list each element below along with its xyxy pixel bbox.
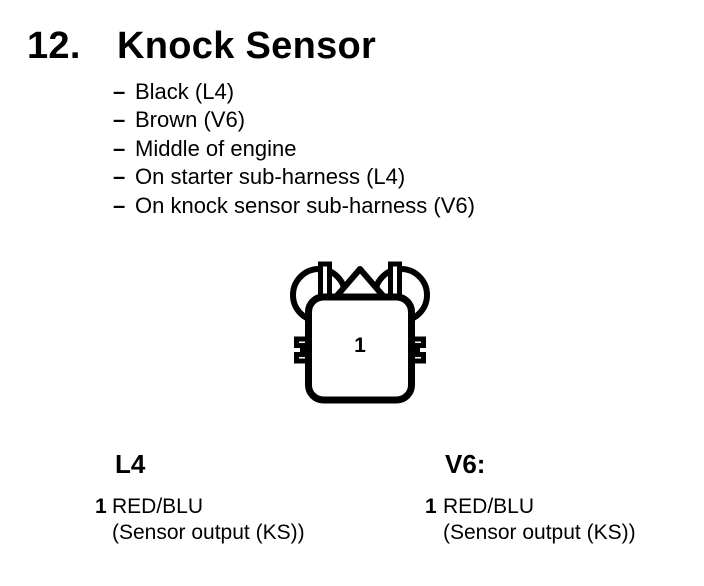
pin-description: RED/BLU (Sensor output (KS)) [443, 494, 636, 545]
note-line: –Brown (V6) [113, 106, 475, 134]
note-line: –On knock sensor sub-harness (V6) [113, 192, 475, 220]
section-number: 12. [27, 25, 81, 67]
note-text: On knock sensor sub-harness (V6) [135, 192, 475, 218]
dash-bullet: – [113, 164, 126, 190]
pin-number: 1 [425, 495, 437, 518]
pin-description: RED/BLU (Sensor output (KS)) [112, 494, 305, 545]
note-line: –Middle of engine [113, 135, 475, 163]
signal-description: (Sensor output (KS)) [112, 520, 305, 544]
wire-color: RED/BLU [443, 495, 535, 518]
dash-bullet: – [113, 135, 126, 161]
connector-diagram: 1 [290, 261, 430, 404]
note-text: Black (L4) [135, 79, 235, 104]
pinout-heading-v6: V6: [445, 449, 486, 479]
dash-bullet: – [113, 192, 126, 218]
page-title: Knock Sensor [117, 25, 377, 67]
note-line: –On starter sub-harness (L4) [113, 163, 475, 191]
note-text: Brown (V6) [135, 107, 246, 133]
pinout-heading-l4: L4 [115, 449, 146, 479]
notes-list: –Black (L4) –Brown (V6) –Middle of engin… [113, 78, 475, 220]
pin-row-l4: 1 RED/BLU (Sensor output (KS)) [95, 494, 305, 545]
dash-bullet: – [113, 107, 126, 133]
connector-pin-number: 1 [354, 334, 366, 357]
note-text: Middle of engine [135, 135, 297, 161]
note-text: On starter sub-harness (L4) [135, 164, 406, 190]
pin-number: 1 [95, 495, 107, 518]
dash-bullet: – [113, 79, 126, 104]
connector-body [305, 293, 415, 404]
pin-row-v6: 1 RED/BLU (Sensor output (KS)) [425, 494, 636, 545]
note-line: –Black (L4) [113, 78, 475, 106]
wire-color: RED/BLU [112, 495, 204, 518]
signal-description: (Sensor output (KS)) [443, 520, 636, 544]
